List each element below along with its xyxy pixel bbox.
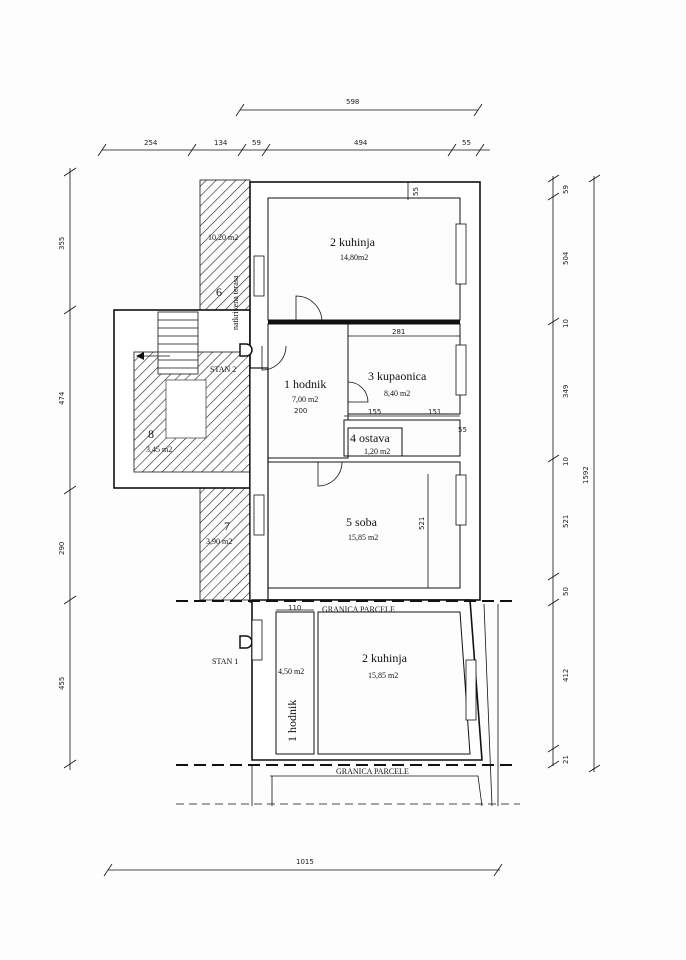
room-name: 1 hodnik (284, 377, 326, 391)
room-number: 6 (216, 285, 222, 299)
room-number: 7 (224, 519, 230, 533)
dim-label: 474 (58, 391, 66, 405)
dim-label: 455 (58, 677, 66, 690)
dim-label: 59 (252, 139, 261, 147)
dim-label: 494 (354, 139, 368, 147)
plot-boundary-1: GRANICA PARCELE (176, 600, 512, 614)
room-7: 7 3,90 m2 (206, 519, 232, 546)
dim-label: 1592 (582, 466, 590, 484)
room-area: 14,80m2 (340, 253, 368, 262)
room-name: 5 soba (346, 515, 378, 529)
dim-label: 21 (562, 755, 570, 764)
room-hodnik-lower: 4,50 m2 1 hodnik (278, 667, 304, 742)
plot-boundary-label: GRANICA PARCELE (336, 767, 409, 776)
room-soba: 5 soba 15,85 m2 (346, 515, 378, 542)
staircase-block (113, 309, 251, 489)
dim-label: 151 (428, 408, 441, 416)
unit-label-stan2: STAN 2 (210, 365, 236, 374)
room-name: 2 kuhinja (330, 235, 376, 249)
room-kuhinja-lower: 2 kuhinja 15,85 m2 (362, 651, 408, 680)
staircase-steps (158, 319, 198, 369)
dim-label: 50 (562, 587, 570, 596)
dim-label: 134 (214, 139, 228, 147)
dim-label: 1015 (296, 858, 314, 866)
room-terasa: 10,20 m2 6 natkrivena terasa (208, 233, 240, 330)
dim-label: 110 (288, 604, 301, 612)
entrance-marker-stan1 (239, 635, 253, 649)
dimension-right: 59 504 10 349 10 521 50 412 21 1592 (547, 174, 601, 773)
room-area: 3,90 m2 (206, 537, 232, 546)
dim-label: 10 (562, 319, 570, 328)
dim-label: 355 (58, 237, 66, 250)
plot-boundary-2: GRANICA PARCELE (176, 764, 512, 776)
dim-label: 10 (562, 457, 570, 466)
room-name: 3 kupaonica (368, 369, 427, 383)
room-kupaonica: 3 kupaonica 8,40 m2 (368, 369, 427, 398)
unit-label-stan1: STAN 1 (212, 657, 238, 666)
dim-label: 521 (418, 517, 426, 530)
dim-label: 281 (392, 328, 405, 336)
dim-label: 200 (294, 407, 307, 415)
room-area: 10,20 m2 (208, 233, 238, 242)
dim-label: 59 (562, 185, 570, 194)
room-area: 1,20 m2 (364, 447, 390, 456)
dimension-top-total: 598 (235, 98, 483, 117)
dim-label: 521 (562, 515, 570, 528)
dim-label: 349 (562, 385, 570, 398)
room-hodnik-upper: 1 hodnik 7,00 m2 (284, 377, 326, 404)
room-area: 4,50 m2 (278, 667, 304, 676)
dimension-bottom: 1015 (103, 858, 503, 877)
room-ostava: 4 ostava 1,20 m2 (350, 431, 390, 456)
plot-boundary-label: GRANICA PARCELE (322, 605, 395, 614)
room-area: 8,40 m2 (384, 389, 410, 398)
dim-label: 254 (144, 139, 158, 147)
room-kuhinja-upper: 2 kuhinja 14,80m2 (330, 235, 376, 262)
dim-label: 55 (462, 139, 471, 147)
room-area: 3,45 m2 (146, 445, 172, 454)
lower-unit-walls (251, 599, 499, 807)
dimension-left: 355 474 290 455 (58, 167, 77, 770)
dim-label: 55 (412, 187, 420, 196)
room-area: 15,85 m2 (348, 533, 378, 542)
dim-label: 155 (368, 408, 381, 416)
room-area: 15,85 m2 (368, 671, 398, 680)
room-name: 4 ostava (350, 431, 390, 445)
dim-label: 55 (458, 426, 467, 434)
inner-dimensions: 55 281 200 155 151 55 521 110 (276, 182, 467, 612)
dim-label: 504 (562, 251, 570, 265)
windows (253, 223, 467, 536)
room-8: 8 3,45 m2 (146, 427, 172, 454)
dim-label: 598 (346, 98, 359, 106)
room-area: 7,00 m2 (292, 395, 318, 404)
room-name: natkrivena terasa (231, 275, 240, 330)
dim-label: 290 (58, 542, 66, 555)
room-name: 2 kuhinja (362, 651, 408, 665)
room-number: 8 (148, 427, 154, 441)
entrance-marker-stan2 (239, 343, 253, 357)
room-name: 1 hodnik (285, 700, 299, 742)
dimension-top-segments: 254 134 59 494 55 (97, 139, 490, 157)
dim-label: 412 (562, 669, 570, 682)
